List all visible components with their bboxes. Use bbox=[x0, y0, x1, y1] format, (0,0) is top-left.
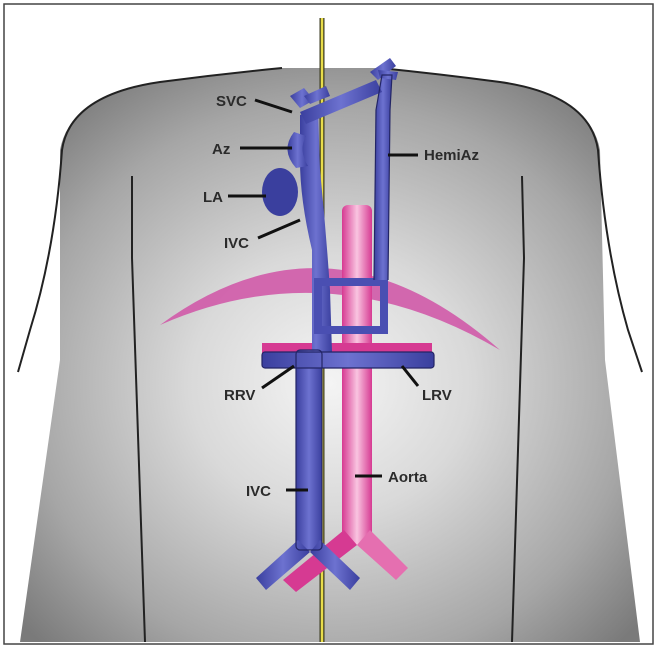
label-ivc-lower: IVC bbox=[246, 483, 271, 500]
label-hemiaz: HemiAz bbox=[424, 147, 479, 164]
label-az: Az bbox=[212, 141, 230, 158]
label-ivc-upper: IVC bbox=[224, 235, 249, 252]
label-aorta: Aorta bbox=[388, 469, 428, 486]
label-la: LA bbox=[203, 189, 223, 206]
label-lrv: LRV bbox=[422, 387, 452, 404]
label-svc: SVC bbox=[216, 93, 247, 110]
label-rrv: RRV bbox=[224, 387, 255, 404]
